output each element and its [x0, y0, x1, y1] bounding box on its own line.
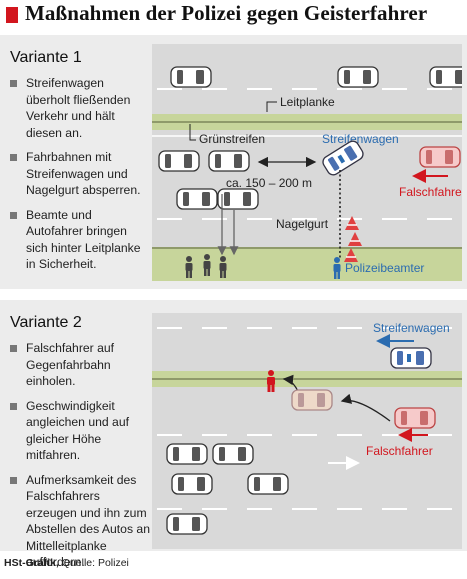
list-item: Beamte und Autofahrer bringen sich hinte…: [10, 207, 150, 273]
bullet-square: [10, 345, 17, 352]
bullet-square: [10, 402, 17, 410]
variant-1-bullets: Streifenwagen überholt fließenden Verkeh…: [10, 75, 150, 281]
variant-2-bullets: Falschfahrer auf Gegenfahrbahn einholen.…: [10, 340, 150, 579]
car-icon: [337, 66, 379, 88]
approach-arrow: [340, 393, 391, 422]
leitplanke-label: Leitplanke: [280, 95, 335, 109]
car-icon: [247, 473, 289, 495]
car-icon: [166, 443, 208, 465]
source-footer: HSt-Grafik, Quelle: Polizei: [4, 557, 129, 569]
list-item: Streifenwagen überholt fließenden Verkeh…: [10, 75, 150, 141]
car-icon: [208, 150, 250, 172]
car-icon: [429, 66, 462, 88]
page-title: Maßnahmen der Polizei gegen Geisterfahre…: [25, 1, 428, 25]
distance-label: ca. 150 – 200 m: [226, 176, 312, 190]
footer-source: Quelle: Polizei: [58, 557, 129, 569]
wrong-way-car-icon: [419, 146, 461, 168]
falschfahrer-label: Falschfahrer: [366, 444, 433, 458]
list-item: Falschfahrer auf Gegenfahrbahn einholen.: [10, 340, 150, 390]
leitplanke-callout: [266, 101, 277, 112]
variant-2-label: Variante 2: [10, 314, 82, 331]
car-icon: [170, 66, 212, 88]
traffic-cones-icon: [344, 216, 362, 262]
streifenwagen-label: Streifenwagen: [322, 132, 399, 146]
median-guardrail: [152, 378, 462, 380]
person-icon: [267, 370, 275, 392]
scene-variante-1: Leitplanke Grünstreifen Streifenwagen Fa…: [152, 44, 462, 281]
variant-1-label: Variante 1: [10, 49, 82, 66]
title-bar: Maßnahmen der Polizei gegen Geisterfahre…: [0, 0, 467, 32]
list-item: Geschwindigkeit angleichen und auf gleic…: [10, 398, 150, 464]
car-icon: [158, 150, 200, 172]
streifenwagen-label: Streifenwagen: [373, 321, 450, 335]
lane-markings: [157, 327, 452, 510]
bullet-square: [10, 476, 17, 484]
title-marker: [6, 7, 18, 23]
car-icon: [176, 188, 218, 210]
gruenstreifen-label: Grünstreifen: [199, 132, 265, 146]
ghost-car-icon: [291, 389, 333, 411]
car-icon: [166, 513, 208, 535]
lane-markings: [157, 88, 452, 220]
list-item: Aufmerksamkeit des Falschfahrers erzeuge…: [10, 472, 150, 571]
scene-variante-2: Streifenwagen Falschfahrer: [152, 313, 462, 549]
bullet-square: [10, 80, 17, 87]
car-icon: [171, 473, 213, 495]
panel-variante-2: Variante 2 Falschfahrer auf Gegenfahrbah…: [0, 300, 467, 569]
median-guardrail: [152, 121, 462, 123]
falschfahrer-label: Falschfahrer: [399, 185, 462, 199]
gruenstreifen-callout: [189, 124, 196, 141]
list-item: Fahrbahnen mit Streifenwagen und Nagelgu…: [10, 149, 150, 199]
panel-variante-1: Variante 1 Streifenwagen überholt fließe…: [0, 35, 467, 289]
bullet-square: [10, 154, 17, 161]
polizeibeamter-label: Polizeibeamter: [345, 261, 424, 275]
car-icon: [212, 443, 254, 465]
police-car-icon: [390, 347, 432, 369]
car-icon: [217, 188, 259, 210]
footer-brand: HSt-Grafik,: [4, 557, 59, 569]
wrong-way-car-icon: [394, 407, 436, 429]
roadside-guardrail: [152, 247, 462, 249]
bullet-square: [10, 211, 17, 219]
nagelgurt-label: Nagelgurt: [276, 217, 329, 231]
